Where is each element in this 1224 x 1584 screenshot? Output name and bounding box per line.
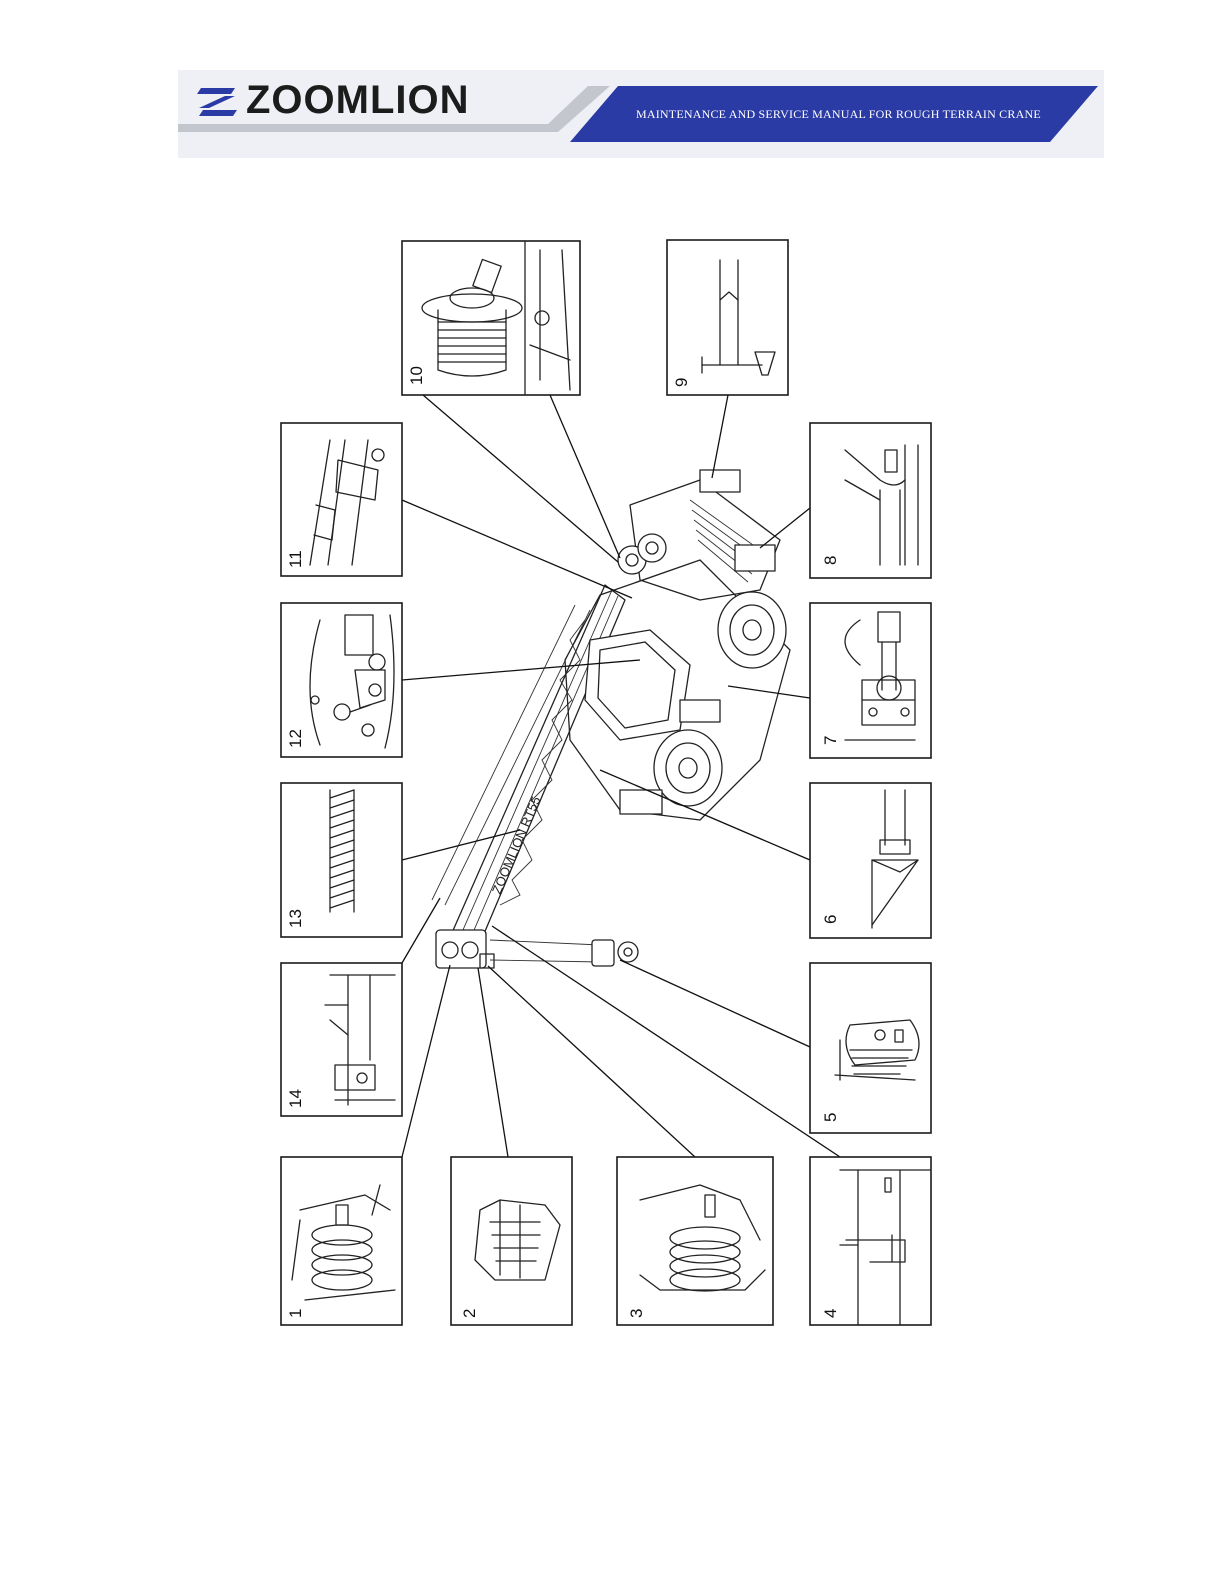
detail-panel-14: 14 [281,963,402,1116]
wheel-icon [654,730,722,806]
panel-label-3: 3 [627,1309,646,1318]
panel-label-1: 1 [286,1309,305,1318]
panel-label-7: 7 [821,736,840,745]
detail-panel-1: 1 [281,1157,402,1325]
panel-label-2: 2 [460,1309,479,1318]
detail-panel-9: 9 [667,240,788,395]
panel-label-10: 10 [407,366,426,385]
panel-label-9: 9 [672,378,691,387]
panel-label-14: 14 [286,1089,305,1108]
crane-illustration: ZOOMLION RT55 [432,470,790,968]
panel-label-6: 6 [821,915,840,924]
panel-label-4: 4 [821,1309,840,1318]
panel-label-11: 11 [286,550,305,568]
panel-label-12: 12 [286,729,305,748]
detail-panel-10: 10 [402,241,580,395]
detail-panel-8: 8 [810,423,931,578]
detail-panel-11: 11 [281,423,402,576]
detail-panel-12: 12 [281,603,402,757]
panel-label-5: 5 [821,1113,840,1122]
detail-panel-13: 13 [281,783,402,937]
detail-panel-3: 3 [617,1157,773,1325]
detail-panel-7: 7 [810,603,931,758]
detail-panel-4: 4 [810,1157,931,1325]
detail-panel-2: 2 [451,1157,572,1325]
hook-block-icon [592,940,638,966]
panel-label-13: 13 [286,909,305,928]
detail-panel-6: 6 [810,783,931,938]
leader-lines [402,395,840,1157]
wheel-icon [718,592,786,668]
panel-label-8: 8 [821,556,840,565]
detail-panel-5: 5 [810,963,931,1133]
